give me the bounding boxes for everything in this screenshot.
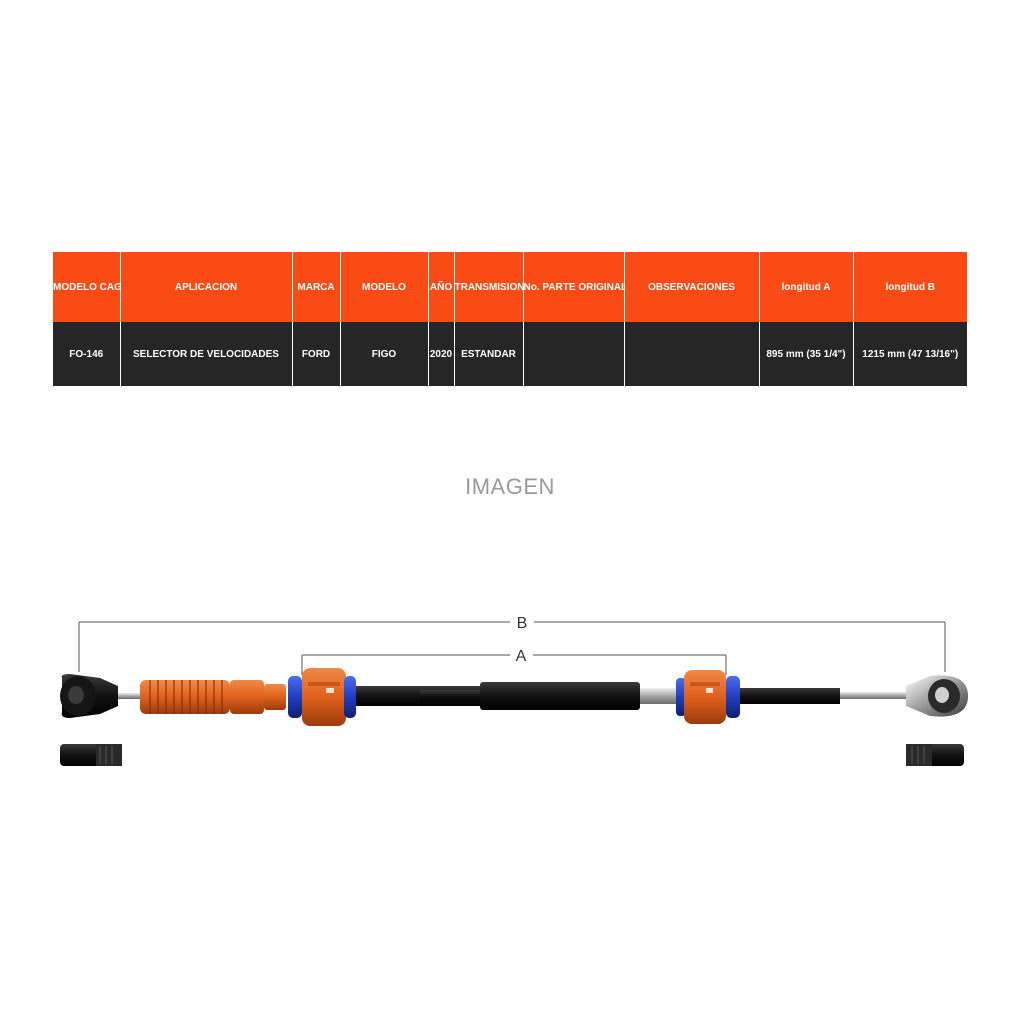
dimension-b-label: B xyxy=(517,615,528,632)
header-no-parte-original: No. PARTE ORIGINAL xyxy=(523,252,625,322)
spec-table: MODELO CAG APLICACION MARCA MODELO AÑO T… xyxy=(53,252,967,386)
dimension-b: B xyxy=(78,615,946,672)
header-transmision: TRANSMISION xyxy=(454,252,524,322)
header-marca: MARCA xyxy=(292,252,341,322)
right-grommet xyxy=(684,670,726,724)
left-blue-ring-2 xyxy=(344,676,356,718)
right-rod xyxy=(840,692,910,699)
cell-observaciones xyxy=(624,322,760,386)
cable-sleeve-center xyxy=(480,682,640,710)
header-longitud-b: longitud B xyxy=(853,252,967,322)
right-bushing-clip xyxy=(906,744,964,766)
header-anio: AÑO xyxy=(428,252,455,322)
cell-modelo-cag: FO-146 xyxy=(53,322,121,386)
cell-no-parte-original xyxy=(523,322,625,386)
left-rod xyxy=(118,693,144,699)
orange-sleeve xyxy=(230,680,264,714)
dimension-a: A xyxy=(301,648,727,675)
dimension-a-label: A xyxy=(516,648,527,665)
orange-boot xyxy=(140,680,230,714)
table-header-row: MODELO CAG APLICACION MARCA MODELO AÑO T… xyxy=(53,252,967,322)
cable-thin-left xyxy=(420,690,480,702)
header-longitud-a: longitud A xyxy=(759,252,854,322)
cell-modelo: FIGO xyxy=(340,322,429,386)
cable-silver-sleeve xyxy=(640,688,680,704)
cell-longitud-b: 1215 mm (47 13/16") xyxy=(853,322,967,386)
right-socket-end xyxy=(906,675,968,717)
header-modelo-cag: MODELO CAG xyxy=(53,252,121,322)
image-heading: IMAGEN xyxy=(465,474,555,499)
cell-transmision: ESTANDAR xyxy=(454,322,524,386)
left-socket-end xyxy=(60,674,118,718)
header-observaciones: OBSERVACIONES xyxy=(624,252,760,322)
cable-conduit-right xyxy=(740,688,840,704)
cell-marca: FORD xyxy=(292,322,341,386)
header-modelo: MODELO xyxy=(340,252,429,322)
cell-aplicacion: SELECTOR DE VELOCIDADES xyxy=(120,322,293,386)
table-row: FO-146 SELECTOR DE VELOCIDADES FORD FIGO… xyxy=(53,322,967,386)
orange-collar xyxy=(264,684,286,710)
cell-longitud-a: 895 mm (35 1/4") xyxy=(759,322,854,386)
right-blue-ring-1 xyxy=(676,678,686,716)
right-blue-ring-2 xyxy=(726,676,740,718)
left-grommet xyxy=(302,668,346,726)
left-bushing-clip xyxy=(60,744,122,766)
left-blue-ring xyxy=(288,676,302,718)
cell-anio: 2020 xyxy=(428,322,455,386)
header-aplicacion: APLICACION xyxy=(120,252,293,322)
cable-drawing: B A xyxy=(60,615,968,766)
